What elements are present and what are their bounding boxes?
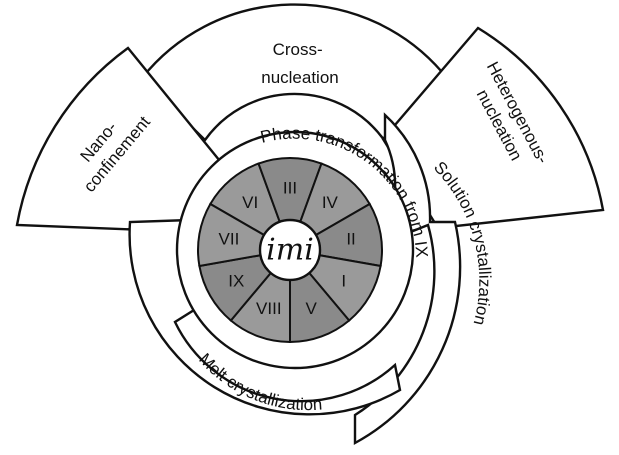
center-circle [258, 218, 322, 282]
cross-nucleation-line-2: nucleation [261, 68, 339, 87]
sector-label-i: I [341, 272, 346, 291]
cross-nucleation-label: Cross- nucleation [261, 40, 339, 87]
sector-label-v: V [306, 299, 318, 318]
center-logo: imi [266, 233, 314, 268]
cross-nucleation-band [140, 3, 444, 142]
nano-confinement-wedge [15, 46, 239, 234]
cross-nucleation-line-1: Cross- [273, 40, 323, 59]
sector-label-iv: IV [322, 193, 339, 212]
heterogenous-nucleation-wedge [381, 26, 605, 230]
sector-label-ix: IX [228, 272, 244, 291]
sector-label-viii: VIII [256, 299, 282, 318]
sector-label-vii: VII [219, 230, 240, 249]
sector-label-vi: VI [242, 193, 258, 212]
sector-label-ii: II [346, 230, 355, 249]
sector-label-iii: III [283, 179, 297, 198]
